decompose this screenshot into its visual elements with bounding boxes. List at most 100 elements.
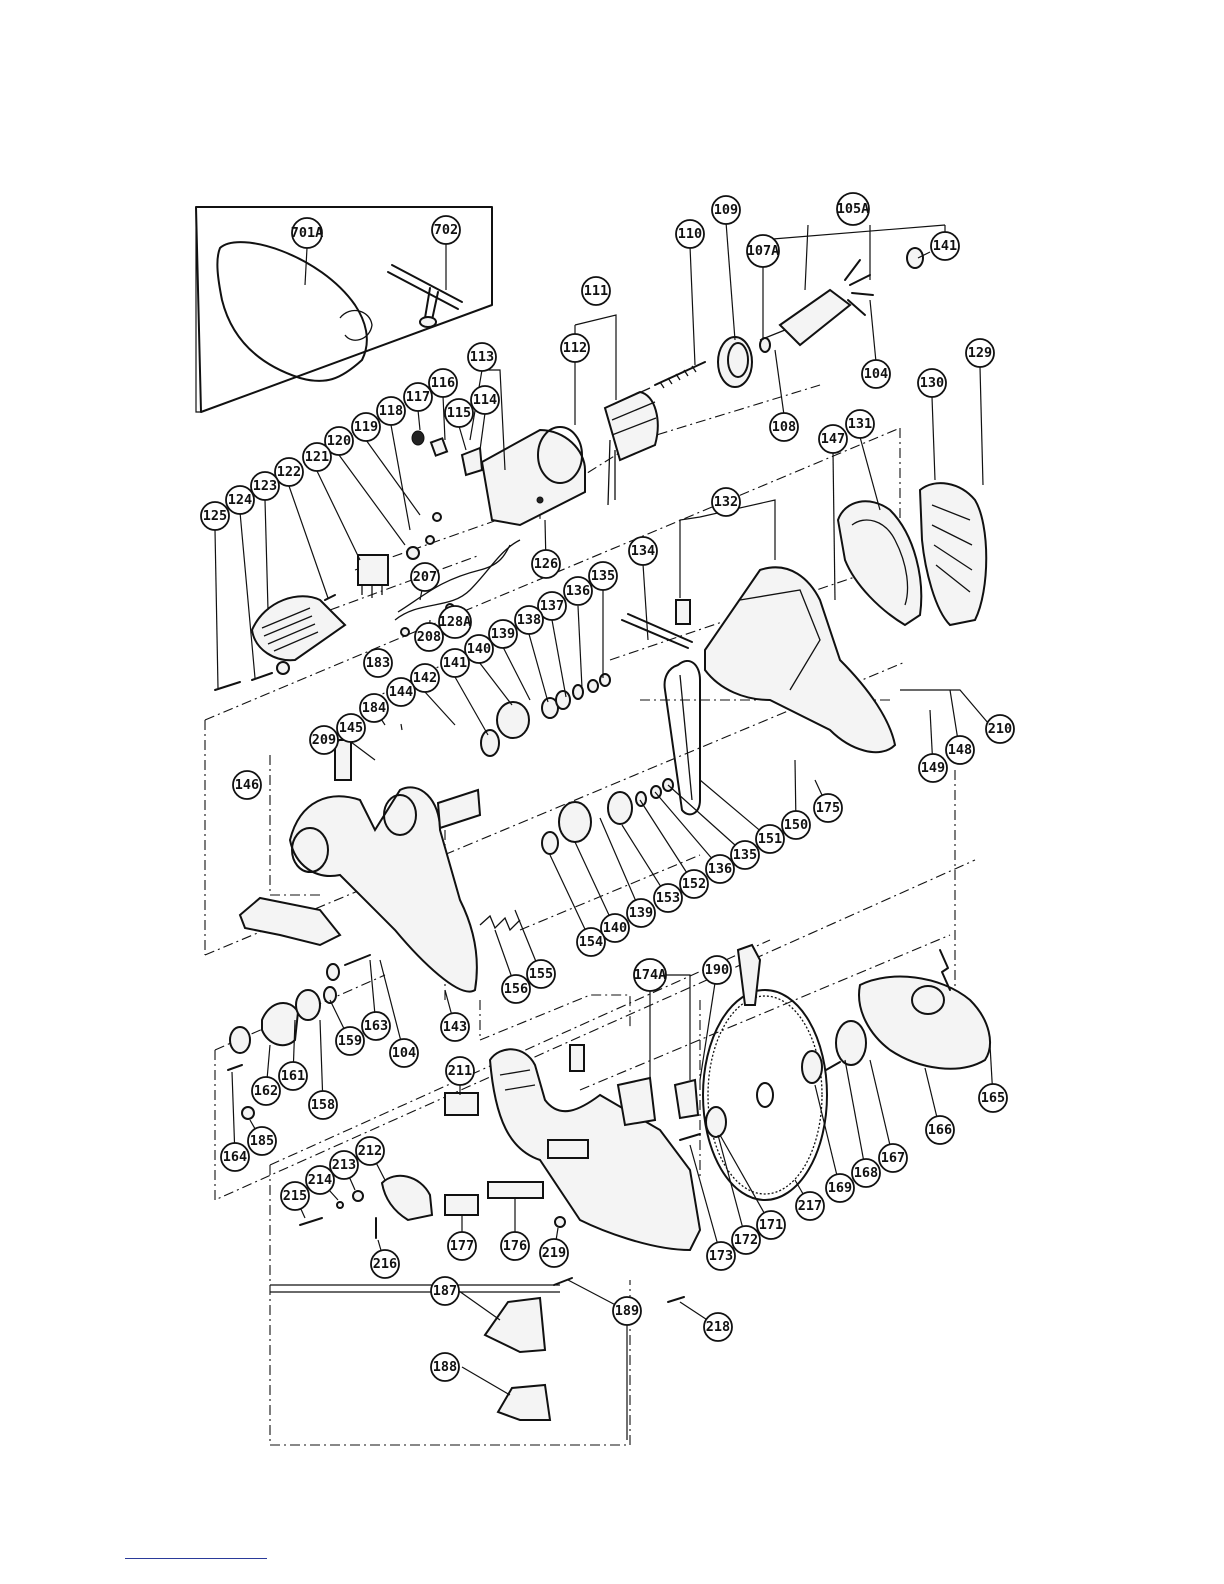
callout-141: 141: [930, 231, 960, 261]
callout-162: 162: [251, 1076, 281, 1106]
callout-text: 125: [203, 508, 227, 524]
callout-text: 105A: [837, 201, 870, 217]
lower-guard-190: [736, 943, 762, 1006]
callout-text: 174A: [634, 967, 667, 983]
stator-111: [603, 387, 659, 506]
callout-text: 217: [798, 1198, 822, 1214]
callout-text: 111: [584, 283, 608, 299]
callout-115: 115: [444, 398, 474, 428]
callout-183: 183: [363, 648, 393, 678]
callout-104: 104: [861, 359, 891, 389]
callout-text: 141: [933, 238, 957, 254]
callout-113: 113: [467, 342, 497, 372]
callout-text: 132: [714, 494, 738, 510]
callout-105A: 105A: [836, 192, 870, 226]
callout-143: 143: [440, 1012, 470, 1042]
callout-text: 207: [413, 569, 437, 585]
footer-rule: [125, 1558, 267, 1559]
callout-144: 144: [386, 677, 416, 707]
callout-161: 161: [278, 1061, 308, 1091]
callout-text: 162: [254, 1083, 278, 1099]
callout-142: 142: [410, 663, 440, 693]
callout-149: 149: [918, 753, 948, 783]
callout-123: 123: [250, 471, 280, 501]
callout-text: 189: [615, 1303, 639, 1319]
lower-case-174a: [488, 1044, 702, 1252]
callout-122: 122: [274, 457, 304, 487]
small-fasteners: [299, 1190, 685, 1303]
callout-text: 175: [816, 800, 840, 816]
callout-150: 150: [781, 810, 811, 840]
callout-701A: 701A: [291, 217, 323, 249]
callout-text: 142: [413, 670, 437, 686]
callout-135: 135: [588, 561, 618, 591]
callout-116: 116: [428, 368, 458, 398]
callout-text: 130: [920, 375, 944, 391]
callout-129: 129: [965, 338, 995, 368]
callout-156: 156: [501, 974, 531, 1004]
callout-169: 169: [825, 1173, 855, 1203]
callout-173: 173: [706, 1241, 736, 1271]
callout-text: 219: [542, 1245, 566, 1261]
callout-text: 146: [235, 777, 259, 793]
callout-text: 112: [563, 340, 587, 356]
callout-text: 149: [921, 760, 945, 776]
callout-131: 131: [845, 409, 875, 439]
callout-177: 177: [447, 1231, 477, 1261]
callout-139: 139: [488, 619, 518, 649]
callout-text: 122: [277, 464, 301, 480]
rail-lines: [270, 1284, 560, 1293]
callout-text: 124: [228, 492, 252, 508]
spring-156: [479, 914, 521, 932]
saw-blade-217: [702, 989, 828, 1201]
callout-text: 216: [373, 1256, 397, 1272]
guard-130: [918, 482, 988, 627]
callout-text: 187: [433, 1283, 457, 1299]
callout-190: 190: [702, 955, 732, 985]
callout-120: 120: [324, 426, 354, 456]
callout-139: 139: [626, 898, 656, 928]
armature-105a: [759, 247, 924, 353]
callout-152: 152: [679, 869, 709, 899]
callout-175: 175: [813, 793, 843, 823]
callout-text: 115: [447, 405, 471, 421]
callout-text: 188: [433, 1359, 457, 1375]
callout-119: 119: [351, 412, 381, 442]
callout-text: 154: [579, 934, 603, 950]
through-bolt-110: [654, 361, 706, 389]
callout-145: 145: [336, 713, 366, 743]
callout-219: 219: [539, 1238, 569, 1268]
callout-111: 111: [581, 276, 611, 306]
callout-214: 214: [305, 1165, 335, 1195]
plates-187-188: [483, 1296, 552, 1421]
belt-cover-131: [836, 500, 923, 627]
callout-208: 208: [414, 622, 444, 652]
callout-text: 151: [758, 831, 782, 847]
callout-text: 118: [379, 403, 403, 419]
callout-141: 141: [440, 648, 470, 678]
callout-108: 108: [769, 412, 799, 442]
callout-135: 135: [730, 840, 760, 870]
wrench-702: [387, 264, 463, 328]
callout-184: 184: [359, 693, 389, 723]
callout-text: 140: [467, 641, 491, 657]
callout-215: 215: [280, 1181, 310, 1211]
callout-155: 155: [526, 959, 556, 989]
safety-cover-166: [858, 949, 991, 1070]
callout-211: 211: [445, 1056, 475, 1086]
callout-text: 184: [362, 700, 386, 716]
callout-185: 185: [247, 1126, 277, 1156]
callout-124: 124: [225, 485, 255, 515]
callout-text: 158: [311, 1097, 335, 1113]
callout-147: 147: [818, 424, 848, 454]
callout-text: 119: [354, 419, 378, 435]
handle-cover-123: [250, 595, 347, 675]
callout-text: 148: [948, 742, 972, 758]
callout-text: 185: [250, 1133, 274, 1149]
callout-text: 163: [364, 1018, 388, 1034]
callout-188: 188: [430, 1352, 460, 1382]
callout-text: 164: [223, 1149, 247, 1165]
screws-124-125: [214, 594, 336, 691]
callout-text: 135: [733, 847, 757, 863]
